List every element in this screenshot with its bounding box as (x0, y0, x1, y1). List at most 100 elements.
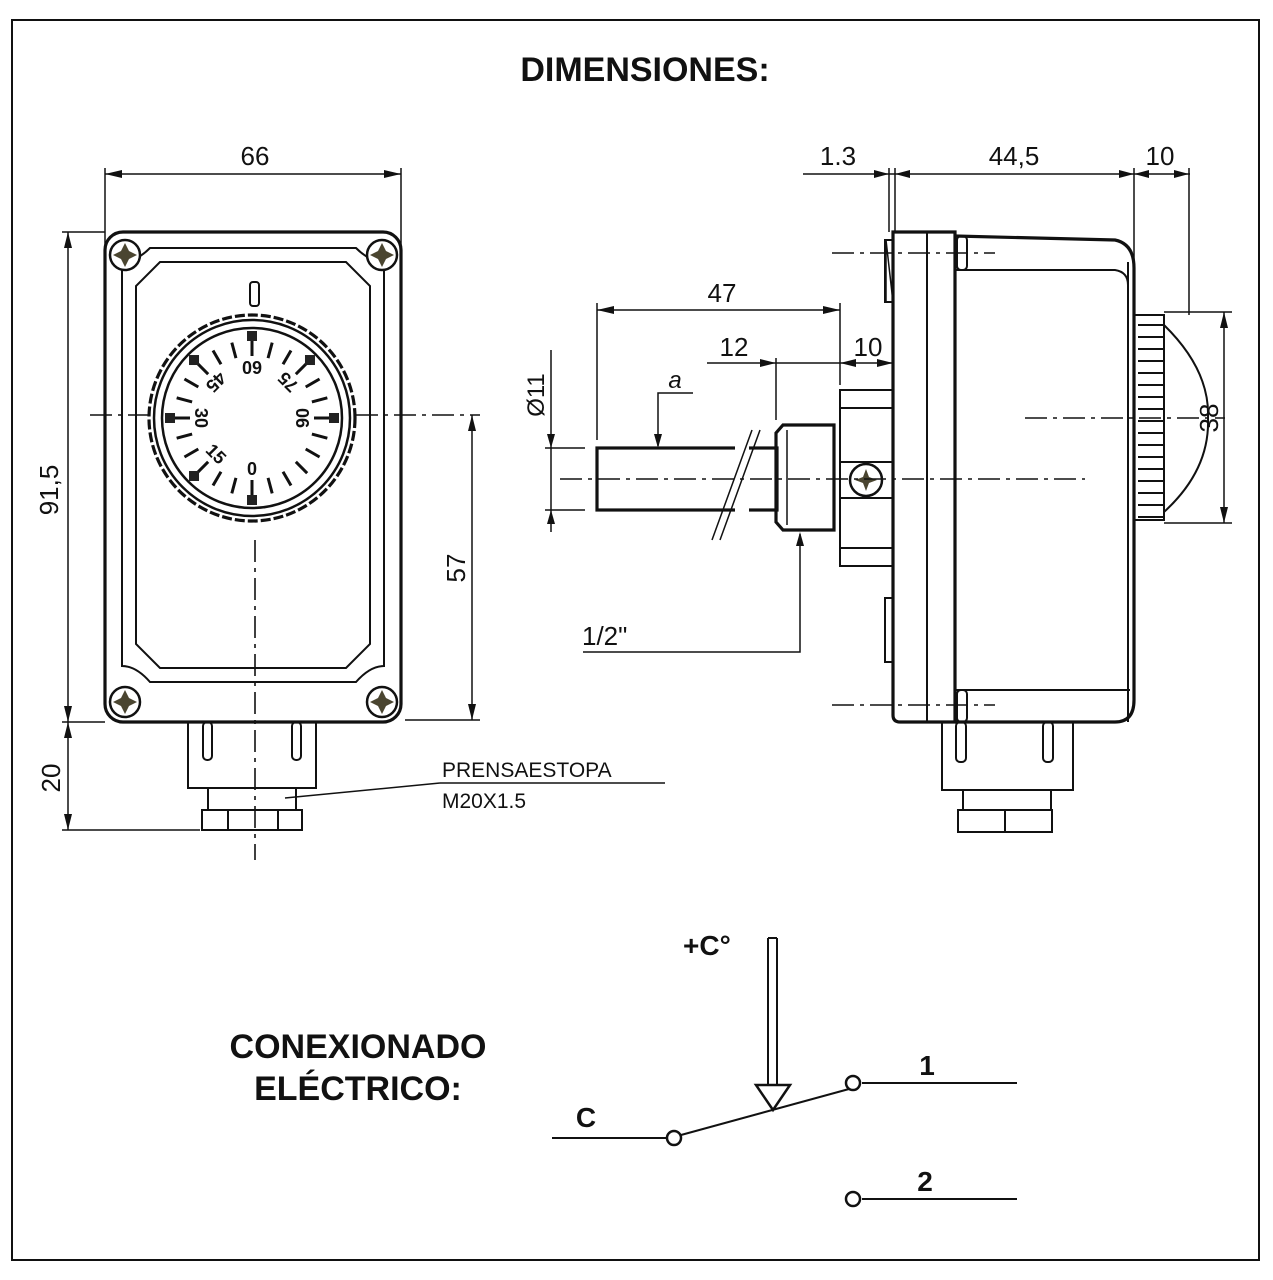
dial-tick (211, 349, 223, 366)
probe-ref-label: a (668, 367, 681, 394)
dim-arrow (64, 706, 72, 722)
screw-top-right (365, 238, 399, 272)
height-dimension-label: 91,5 (34, 465, 64, 516)
dial-scale-label: 0 (247, 459, 257, 479)
side-cable-gland (941, 721, 1074, 833)
dim-arrow (796, 532, 804, 546)
dim-arrow (468, 704, 476, 720)
screw-top-left (108, 238, 142, 272)
page-title: DIMENSIONES: (520, 51, 769, 89)
terminal-2-label: 2 (917, 1166, 933, 1197)
dial-tick (230, 342, 238, 359)
dim-arrow (547, 510, 555, 524)
gland-nut (201, 809, 303, 831)
dial-scale-label: 60 (242, 357, 262, 377)
probe-diameter-label: Ø11 (523, 373, 550, 417)
probe-tube (595, 446, 779, 512)
dim-arrow (1220, 507, 1228, 523)
knob-knurl (1133, 314, 1165, 521)
knurl-lines (1138, 324, 1164, 518)
gland-slot (202, 721, 213, 761)
dial-ticks (174, 340, 330, 496)
wiring-diagram: CONEXIONADO ELÉCTRICO: +C° C 1 2 (230, 930, 1017, 1208)
width-dimension-label: 66 (241, 141, 270, 171)
dial-scale-marker (189, 355, 200, 366)
dim-arrow (1174, 170, 1189, 178)
dim-arrow (597, 306, 614, 314)
gland-thread (962, 789, 1052, 811)
knob-depth-label: 10 (1146, 141, 1175, 171)
dial-index-mark (249, 281, 260, 307)
dim-arrow (105, 170, 122, 178)
dim-arrow (1220, 312, 1228, 328)
dim-arrow (895, 170, 910, 178)
dial-scale-marker (304, 355, 315, 366)
dim-arrow (1119, 170, 1134, 178)
dim-arrow (840, 359, 856, 367)
body-depth-label: 44,5 (989, 141, 1040, 171)
dial-tick (183, 377, 200, 389)
common-contact (665, 1129, 683, 1147)
cover-lip-top (955, 269, 1129, 286)
wiring-heading-line1: CONEXIONADO (230, 1028, 487, 1066)
dim-arrow (823, 306, 840, 314)
dial-tick (294, 460, 309, 475)
dial-tick (176, 396, 193, 404)
dim-arrow (468, 415, 476, 431)
terminal-1-contact (844, 1074, 862, 1092)
dial-scale-marker (165, 413, 175, 423)
screw-bottom-right (365, 685, 399, 719)
phillips-cross-icon (370, 243, 394, 267)
dial-tick (211, 470, 223, 487)
page-frame (11, 19, 1260, 1261)
gland-callout-line1: PRENSAESTOPA (442, 759, 612, 782)
dim-arrow (64, 814, 72, 830)
boss-length-label: 10 (854, 332, 883, 362)
phillips-cross-icon (370, 690, 394, 714)
front-view: 66 (34, 141, 665, 860)
dial-tick (230, 477, 238, 494)
gland-body (187, 721, 317, 789)
knob-diameter-label: 38 (1194, 404, 1224, 433)
thread-callout-leader (583, 534, 801, 653)
dim-arrow (874, 170, 889, 178)
dial-scale-label: 90 (293, 408, 313, 428)
dial-tick (266, 342, 274, 359)
temperature-rise-label: +C° (683, 930, 731, 961)
wiring-heading-line2: ELÉCTRICO: (254, 1070, 462, 1108)
probe-ref-leader (657, 392, 693, 446)
dim-arrow (877, 359, 893, 367)
base-plate (891, 230, 957, 724)
switch-blade (680, 1085, 861, 1136)
gland-slot (291, 721, 302, 761)
dial-scale-marker (247, 331, 257, 341)
gland-slot (1042, 721, 1054, 763)
dial-tick (311, 396, 328, 404)
dim-arrow (547, 434, 555, 448)
axis-dimension-label: 57 (441, 554, 471, 583)
probe-boss (839, 389, 894, 567)
gland-callout-line2: M20X1.5 (442, 790, 526, 813)
dial-tick (304, 447, 321, 459)
terminal-1-label: 1 (919, 1050, 935, 1081)
gland-thread (207, 787, 297, 811)
break-mark (719, 429, 761, 541)
callout-leader (284, 782, 441, 799)
flange-dimension-label: 1.3 (820, 141, 856, 171)
cover-screw-bottom (956, 689, 968, 723)
side-knob (1133, 314, 1210, 521)
common-terminal-label: C (576, 1102, 596, 1133)
dial-tick (266, 477, 274, 494)
gland-dimension-label: 20 (36, 764, 66, 793)
gland-nut (957, 809, 1053, 833)
side-view: 1.3 44,5 10 38 (523, 141, 1232, 833)
dial-tick (311, 432, 328, 440)
screw-bottom-left (108, 685, 142, 719)
dial-scale-marker (247, 495, 257, 505)
phillips-cross-icon (113, 690, 137, 714)
phillips-cross-icon (855, 469, 877, 491)
dial-tick (281, 470, 293, 487)
thread-nut (774, 423, 836, 532)
